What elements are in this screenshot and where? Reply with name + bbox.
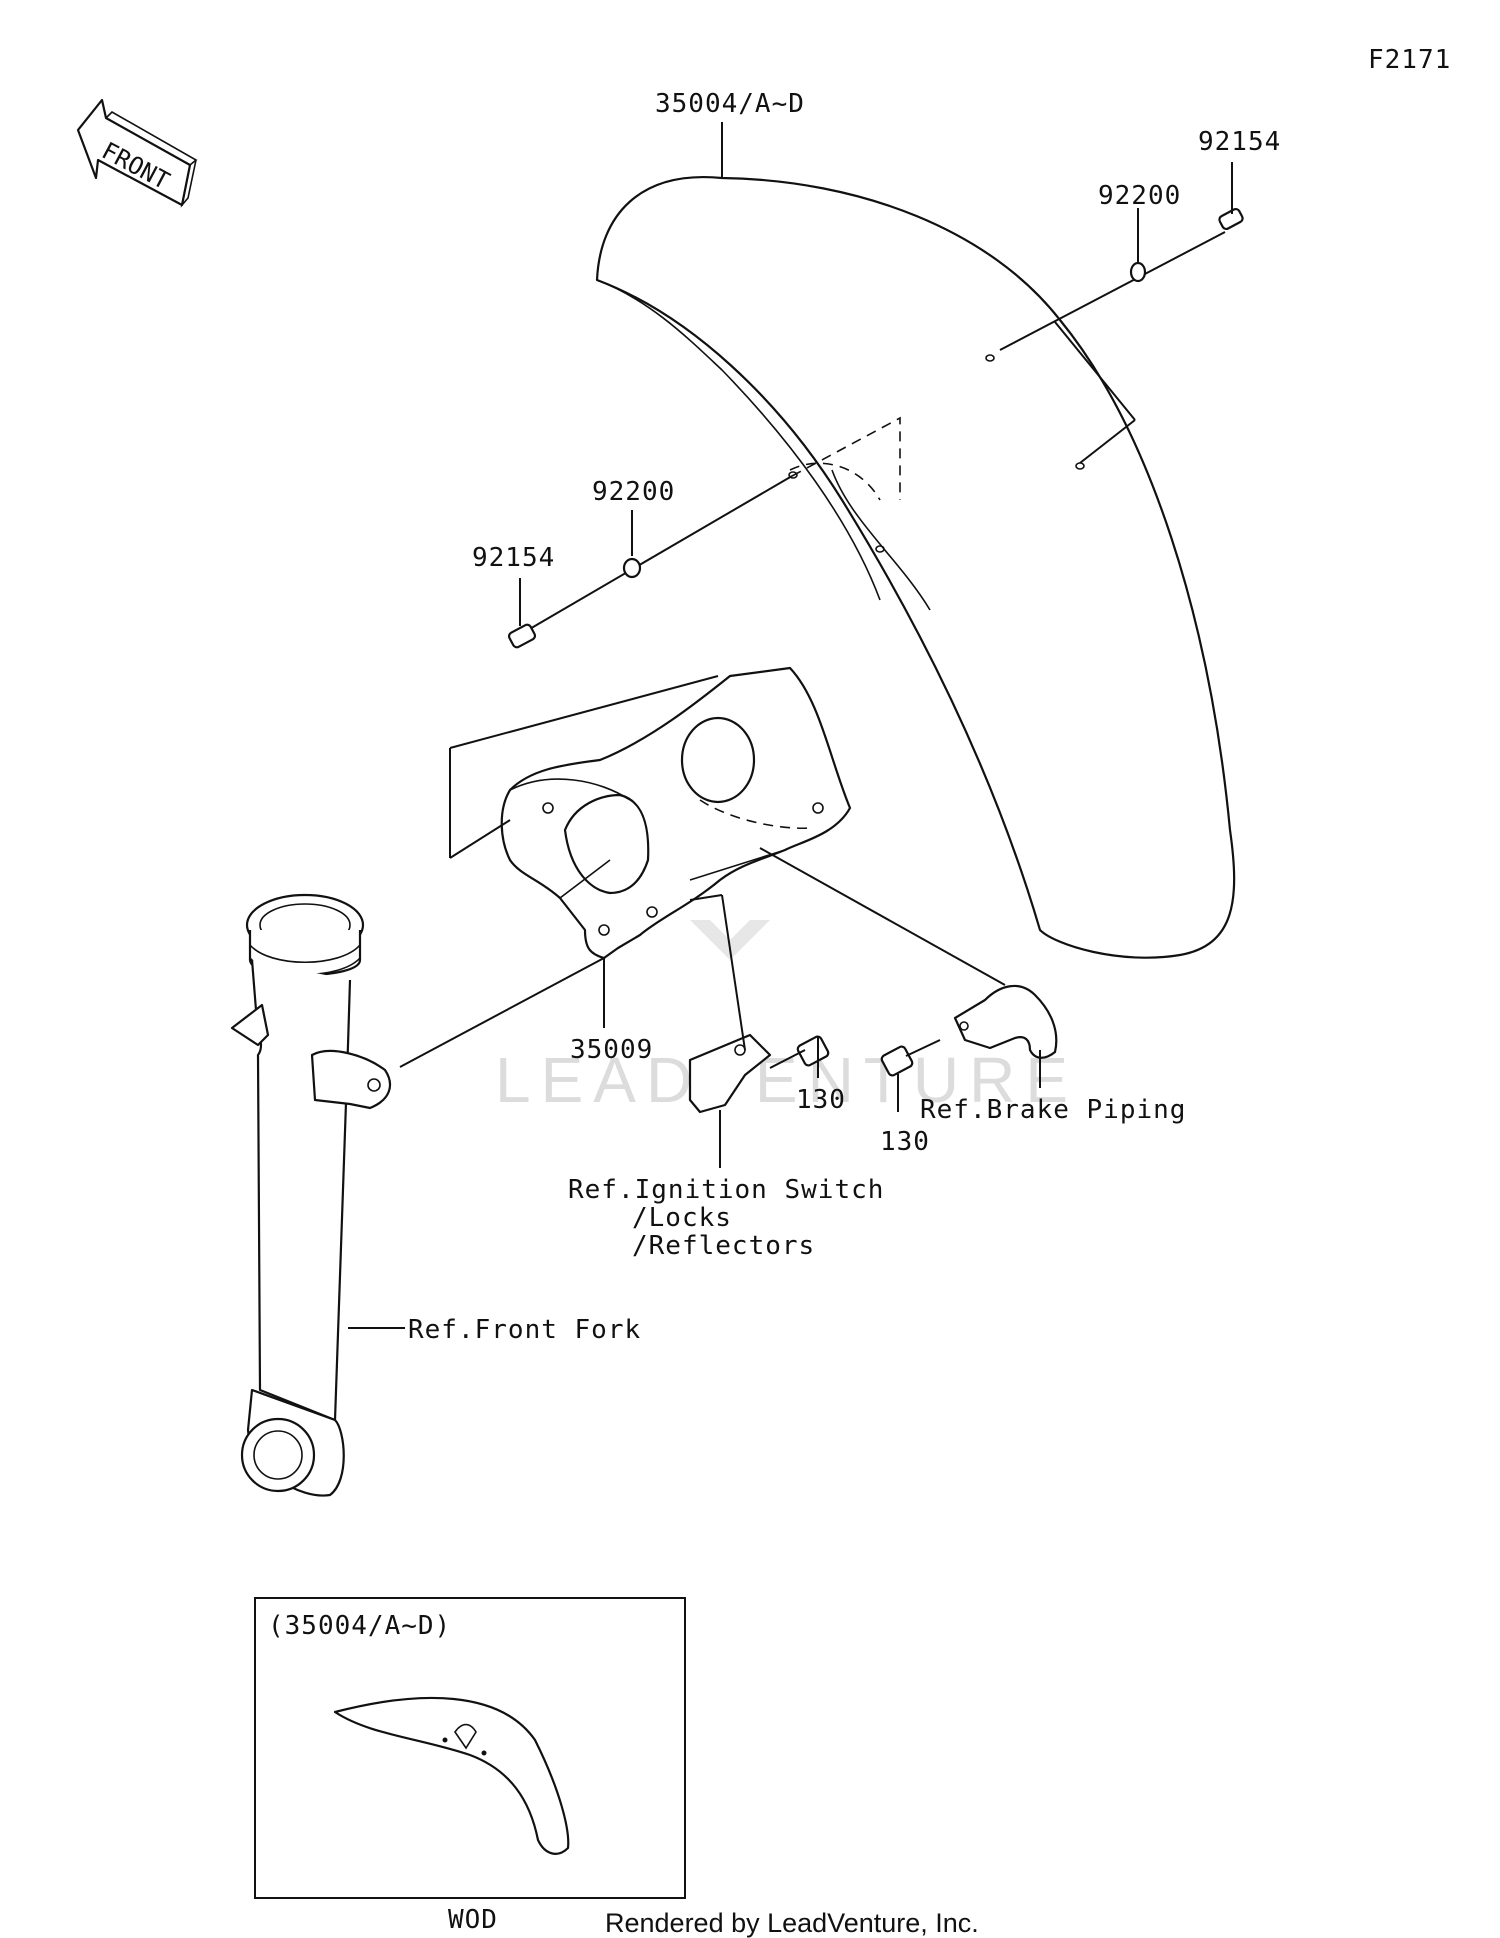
bolt-upper bbox=[1218, 207, 1244, 231]
fender-bracket bbox=[500, 666, 852, 960]
part-label-35004: 35004/A~D bbox=[655, 89, 805, 119]
ref-brake-piping: Ref.Brake Piping bbox=[920, 1095, 1186, 1125]
part-label-35009: 35009 bbox=[570, 1035, 653, 1065]
front-fork bbox=[230, 893, 392, 1497]
leader-lower-hardware bbox=[527, 475, 793, 631]
ref-front-fork: Ref.Front Fork bbox=[408, 1315, 641, 1345]
part-label-92200-lower: 92200 bbox=[592, 477, 675, 507]
bolt-right bbox=[880, 1039, 941, 1077]
inset-title: (35004/A~D) bbox=[268, 1611, 451, 1641]
part-label-92154-lower: 92154 bbox=[472, 543, 555, 573]
render-credit: Rendered by LeadVenture, Inc. bbox=[605, 1908, 979, 1938]
washer-lower bbox=[622, 557, 642, 579]
inset-caption: WOD bbox=[448, 1905, 498, 1935]
ref-ignition-line2: /Locks bbox=[632, 1203, 732, 1233]
part-label-92200-upper: 92200 bbox=[1098, 181, 1181, 211]
leader-upper-hardware bbox=[999, 231, 1226, 351]
ref-ignition-line3: /Reflectors bbox=[632, 1231, 815, 1261]
washer-upper bbox=[1129, 261, 1147, 283]
variant-inset: (35004/A~D) WOD bbox=[254, 1597, 686, 1935]
leader-clamp bbox=[759, 847, 1006, 986]
ref-ignition-line1: Ref.Ignition Switch bbox=[568, 1175, 884, 1205]
bolt-lower bbox=[507, 623, 537, 649]
figure-id: F2171 bbox=[1368, 45, 1451, 75]
brake-piping-clamp bbox=[953, 984, 1058, 1059]
front-fender bbox=[595, 175, 1236, 959]
part-label-92154-upper: 92154 bbox=[1198, 127, 1281, 157]
part-label-130-center: 130 bbox=[796, 1085, 846, 1115]
leader-bracket-box-top bbox=[449, 675, 719, 749]
watermark-text: LEADVENTURE bbox=[495, 1044, 1078, 1116]
leader-fork-bracket bbox=[399, 957, 605, 1068]
front-arrow-icon: FRONT bbox=[76, 98, 198, 208]
part-label-130-right: 130 bbox=[880, 1127, 930, 1157]
